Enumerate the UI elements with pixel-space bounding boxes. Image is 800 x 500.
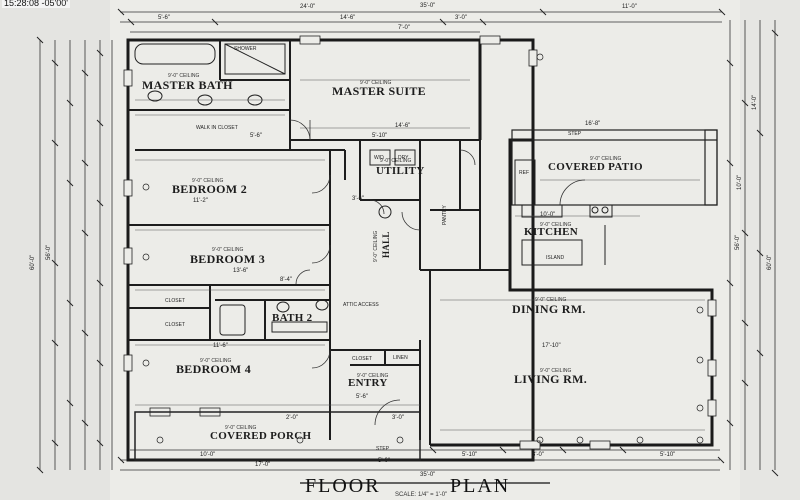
plan-title-floor: FLOOR xyxy=(305,475,381,497)
attic-access-label: ATTIC ACCESS xyxy=(343,302,379,308)
door-swings xyxy=(289,119,586,426)
porch-outline xyxy=(134,411,421,461)
patio-outline xyxy=(511,129,718,206)
interior-walls xyxy=(128,40,510,445)
smoke-detector-markers xyxy=(142,53,704,444)
room-label-master-bath: MASTER BATH xyxy=(142,78,233,92)
dimension-label: 3'-0" xyxy=(532,452,544,458)
ceiling-note: 9'-0" CEILING xyxy=(192,178,224,184)
timestamp-label: 15:28:08 -05'00' xyxy=(2,0,70,8)
ceiling-note: 9'-0" CEILING xyxy=(212,247,244,253)
dimension-label: 13'-6" xyxy=(233,268,249,274)
room-label-utility: UTILITY xyxy=(376,165,425,177)
dimension-label: 14'-6" xyxy=(395,123,411,129)
dimension-label: 3'-6" xyxy=(352,196,364,202)
ceiling-note: 9'-0" CEILING xyxy=(357,373,389,379)
step-label: STEP xyxy=(568,131,582,137)
linen-label: LINEN xyxy=(393,355,408,361)
shower-label: SHOWER xyxy=(234,46,257,52)
walk-in-closet-label: WALK IN CLOSET xyxy=(196,125,238,131)
dimension-label: 35'-0" xyxy=(420,472,436,478)
room-label-bath-2: BATH 2 xyxy=(272,312,313,324)
dimension-lines xyxy=(39,11,776,471)
room-label-bedroom-4: BEDROOM 4 xyxy=(176,362,252,376)
bath-fixtures xyxy=(134,43,329,336)
dimension-label: 11'-2" xyxy=(193,198,208,204)
dimension-label: 3'-0" xyxy=(392,415,404,421)
kitchen-fixtures xyxy=(369,149,613,266)
dimension-label: 5'-0" xyxy=(378,458,390,464)
dimension-label: 10'-0" xyxy=(200,452,216,458)
dimension-label: 11'-0" xyxy=(622,4,637,10)
room-label-living: LIVING RM. xyxy=(514,372,588,386)
window-markers xyxy=(123,35,717,450)
dimension-label: 11'-6" xyxy=(213,343,228,349)
dimension-label: 14'-0" xyxy=(752,94,758,110)
dimension-label: 5'-10" xyxy=(372,133,388,139)
ceiling-note: 9'-0" CEILING xyxy=(373,230,379,262)
dimension-label: 17'-0" xyxy=(255,462,271,468)
refrigerator-label: REF xyxy=(519,170,529,176)
room-label-bedroom-3: BEDROOM 3 xyxy=(190,252,266,266)
plan-title-plan: PLAN xyxy=(450,475,511,497)
room-label-covered-patio: COVERED PATIO xyxy=(548,161,643,173)
dimension-label: 5'-6" xyxy=(356,394,368,400)
ceiling-note: 9'-0" CEILING xyxy=(200,358,232,364)
room-label-master-suite: MASTER SUITE xyxy=(332,84,426,98)
dimension-label: 5'-10" xyxy=(462,452,478,458)
dimension-label: 10'-0" xyxy=(737,174,743,190)
washer-dryer-label: W/D xyxy=(374,155,384,161)
room-label-entry: ENTRY xyxy=(348,377,388,389)
dimension-label: 35'-0" xyxy=(420,3,436,9)
dimension-label: 56'-0" xyxy=(46,244,52,260)
dimension-label: 17'-10" xyxy=(542,343,561,349)
room-label-hall: HALL xyxy=(381,231,391,258)
room-label-bedroom-2: BEDROOM 2 xyxy=(172,182,248,196)
dimension-label: 60'-0" xyxy=(767,254,773,270)
step-label: STEP xyxy=(376,446,390,452)
dimension-ticks xyxy=(36,8,779,477)
closet-label: CLOSET xyxy=(165,322,186,328)
ceiling-note: 9'-0" CEILING xyxy=(590,156,622,162)
dimension-label: 56'-0" xyxy=(735,234,741,250)
dimension-label: 5'-10" xyxy=(660,452,676,458)
dimension-label: 3'-0" xyxy=(455,15,467,21)
room-label-kitchen: KITCHEN xyxy=(524,226,579,238)
ceiling-note: 9'-0" CEILING xyxy=(535,297,567,303)
ceiling-note: 9'-0" CEILING xyxy=(168,73,200,79)
ceiling-note: 9'-0" CEILING xyxy=(225,425,257,431)
dimension-label: 60'-0" xyxy=(30,254,36,270)
ceiling-note: 9'-0" CEILING xyxy=(360,80,392,86)
room-label-covered-porch: COVERED PORCH xyxy=(210,430,312,442)
dimension-label: 5'-6" xyxy=(158,15,170,21)
scale-note: SCALE: 1/4" = 1'-0" xyxy=(395,492,448,498)
room-label-dining: DINING RM. xyxy=(512,302,586,316)
ceiling-note: 9'-0" CEILING xyxy=(380,158,412,164)
dimension-label: 7'-0" xyxy=(398,25,410,31)
dimension-label: 2'-0" xyxy=(286,415,298,421)
dimension-label: 8'-4" xyxy=(280,277,292,283)
closet-label: CLOSET xyxy=(352,356,373,362)
dimension-label: 5'-6" xyxy=(250,133,262,139)
island-label: ISLAND xyxy=(546,255,565,261)
closet-label: CLOSET xyxy=(165,298,186,304)
dimension-label: 24'-0" xyxy=(300,4,316,10)
ceiling-note: 9'-0" CEILING xyxy=(540,368,572,374)
dimension-label: 16'-8" xyxy=(585,121,601,127)
dimension-label: 10'-0" xyxy=(540,212,556,218)
ceiling-note: 9'-0" CEILING xyxy=(540,222,572,228)
dimension-label: 14'-6" xyxy=(340,15,356,21)
pantry-label: PANTRY xyxy=(442,205,448,225)
dryer-label: DRY xyxy=(398,155,409,161)
